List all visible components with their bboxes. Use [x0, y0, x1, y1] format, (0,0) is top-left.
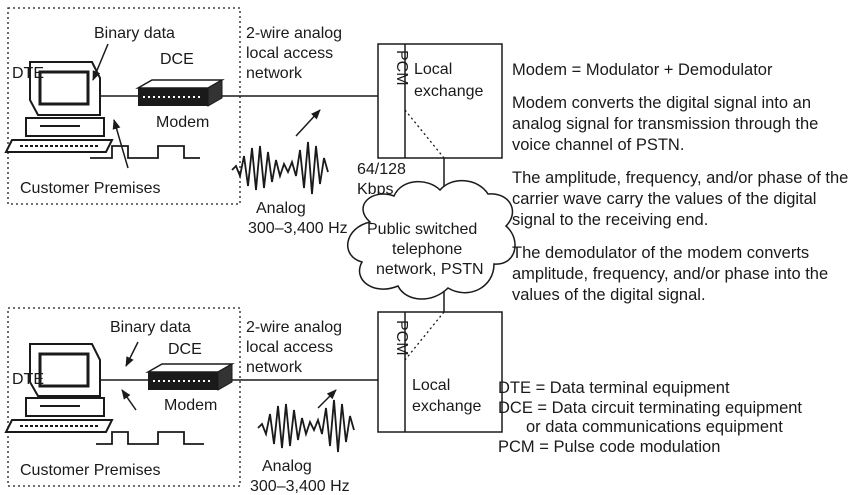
exchange-label-1: Local: [414, 61, 452, 78]
modem-definition: Modem = Modulator + Demodulator: [512, 61, 773, 79]
modem-icon: [145, 363, 235, 391]
customer-premises-bottom: DTE Binary data DCE Modem Customer Premi…: [4, 307, 241, 487]
legend-dce: DCE = Data circuit terminating equipment: [498, 398, 803, 417]
computer-icon: [4, 61, 114, 153]
legend-pcm: PCM = Pulse code modulation: [498, 437, 721, 456]
binary-data-label: Binary data: [94, 25, 175, 42]
network-label-1: 2-wire analog: [246, 25, 342, 42]
premises-boundary-bottom: [7, 307, 241, 487]
frequency-label: 300–3,400 Hz: [248, 220, 348, 237]
analog-waveform: [231, 141, 329, 195]
pstn-label-2: telephone: [392, 241, 462, 258]
network-label-3: network: [246, 65, 303, 82]
legend-dce-continued: or data communications equipment: [526, 418, 783, 436]
analog-waveform: [257, 399, 355, 453]
note-carrier: The amplitude, frequency, and/or phase o…: [512, 169, 849, 229]
analog-label: Analog: [256, 200, 306, 217]
binary-waveform: [96, 431, 204, 445]
exchange-label-2: exchange: [412, 398, 481, 415]
legend-dte: DTE = Data terminal equipment: [498, 379, 730, 397]
pcm-label: PCM: [393, 50, 410, 86]
dte-label: DTE: [12, 371, 44, 388]
note-demodulator: The demodulator of the modem converts am…: [512, 244, 829, 304]
premises-label: Customer Premises: [20, 180, 160, 197]
dce-label: DCE: [168, 341, 202, 358]
binary-data-label: Binary data: [110, 319, 191, 336]
network-label-2: local access: [246, 339, 333, 356]
network-label-1: 2-wire analog: [246, 319, 342, 336]
analog-label: Analog: [262, 458, 312, 475]
local-exchange-bottom: PCM Local exchange: [377, 311, 503, 433]
network-label-3: network: [246, 359, 303, 376]
dte-label: DTE: [12, 65, 44, 82]
modem-notes: Modem = Modulator + Demodulator Modem co…: [512, 60, 857, 306]
pstn-label-3: network, PSTN: [376, 261, 484, 278]
dce-label: DCE: [160, 51, 194, 68]
premises-label: Customer Premises: [20, 462, 160, 479]
network-label-2: local access: [246, 45, 333, 62]
modem-label: Modem: [156, 114, 209, 131]
premises-boundary-top: [7, 7, 241, 205]
modem-icon: [135, 79, 225, 107]
modem-label: Modem: [164, 397, 217, 414]
note-conversion: Modem converts the digital signal into a…: [512, 94, 819, 154]
pstn-cloud: Public switched telephone network, PSTN: [346, 180, 516, 300]
binary-waveform: [90, 145, 200, 159]
computer-icon: [4, 343, 114, 433]
exchange-label-2: exchange: [414, 83, 483, 100]
frequency-label: 300–3,400 Hz: [250, 478, 350, 495]
customer-premises-top: DTE Binary data DCE Modem Customer Premi…: [4, 7, 241, 205]
pstn-label-1: Public switched: [367, 221, 477, 238]
abbreviation-legend: DTE = Data terminal equipment DCE = Data…: [498, 379, 802, 457]
rate-label-1: 64/128: [357, 161, 406, 178]
exchange-label-1: Local: [412, 377, 450, 394]
pcm-label: PCM: [393, 320, 410, 356]
local-exchange-top: PCM Local exchange: [377, 43, 503, 159]
